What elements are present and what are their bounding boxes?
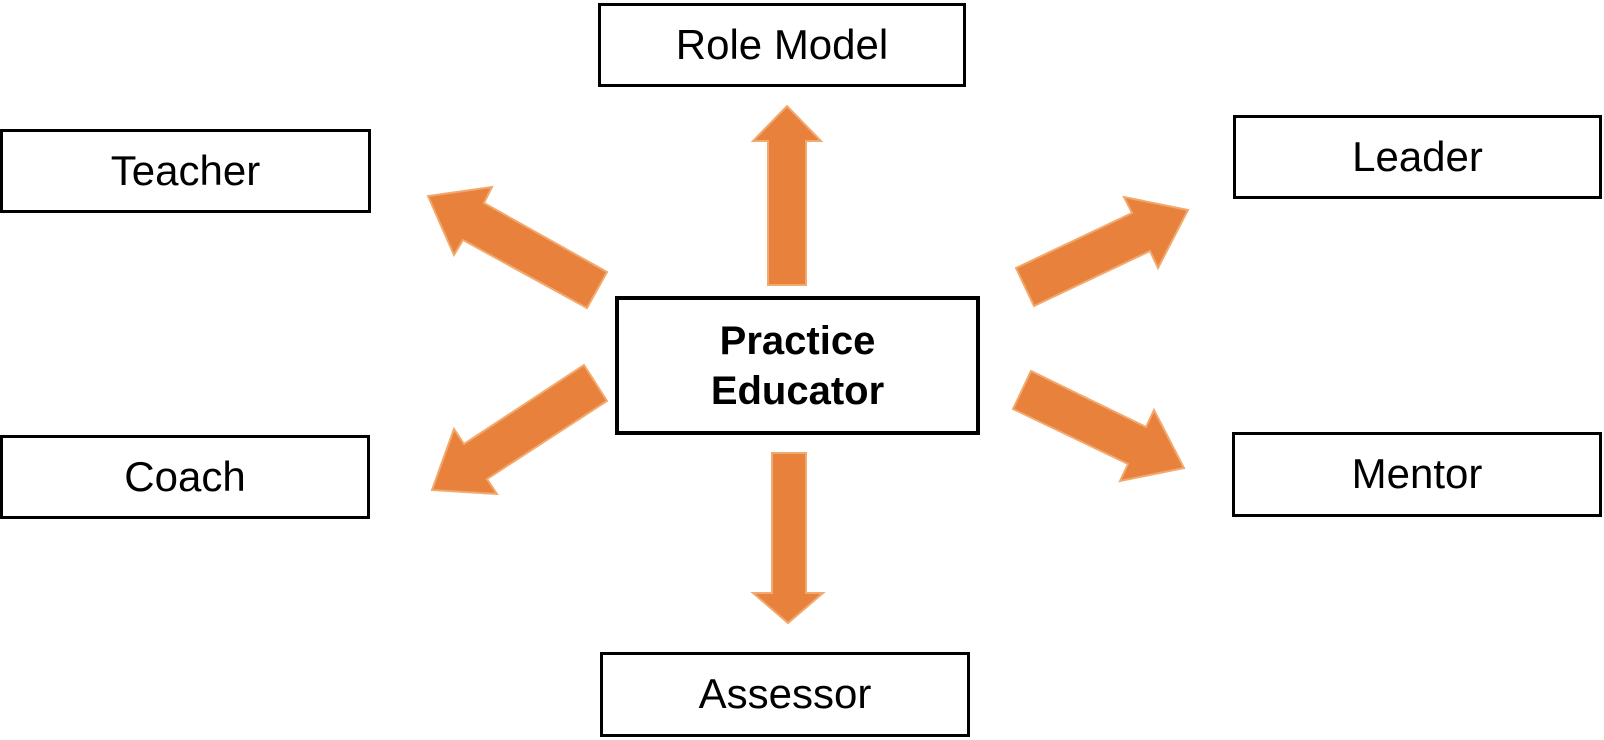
leader-box: Leader — [1233, 115, 1602, 199]
arrow-to-assessor-icon — [750, 452, 826, 625]
teacher-label: Teacher — [110, 146, 261, 194]
arrow-to-role-model-icon — [750, 104, 824, 286]
mentor-label: Mentor — [1351, 450, 1483, 498]
teacher-box: Teacher — [0, 129, 371, 213]
mentor-box: Mentor — [1232, 432, 1602, 517]
practice-educator-line2: Educator — [710, 368, 885, 413]
role-model-label: Role Model — [675, 20, 889, 68]
arrow-to-coach-icon — [430, 363, 609, 496]
arrow-to-mentor-icon — [1011, 369, 1186, 483]
coach-box: Coach — [0, 435, 370, 519]
practice-educator-label: Practice Educator — [711, 316, 884, 416]
coach-label: Coach — [124, 452, 246, 500]
practice-educator-box: Practice Educator — [615, 296, 980, 435]
arrow-to-leader-icon — [1014, 195, 1190, 308]
arrow-to-teacher-icon — [426, 185, 609, 310]
practice-educator-line1: Practice — [719, 318, 876, 363]
leader-label: Leader — [1352, 132, 1483, 180]
assessor-label: Assessor — [698, 670, 872, 718]
assessor-box: Assessor — [600, 652, 970, 737]
role-model-box: Role Model — [598, 3, 966, 87]
